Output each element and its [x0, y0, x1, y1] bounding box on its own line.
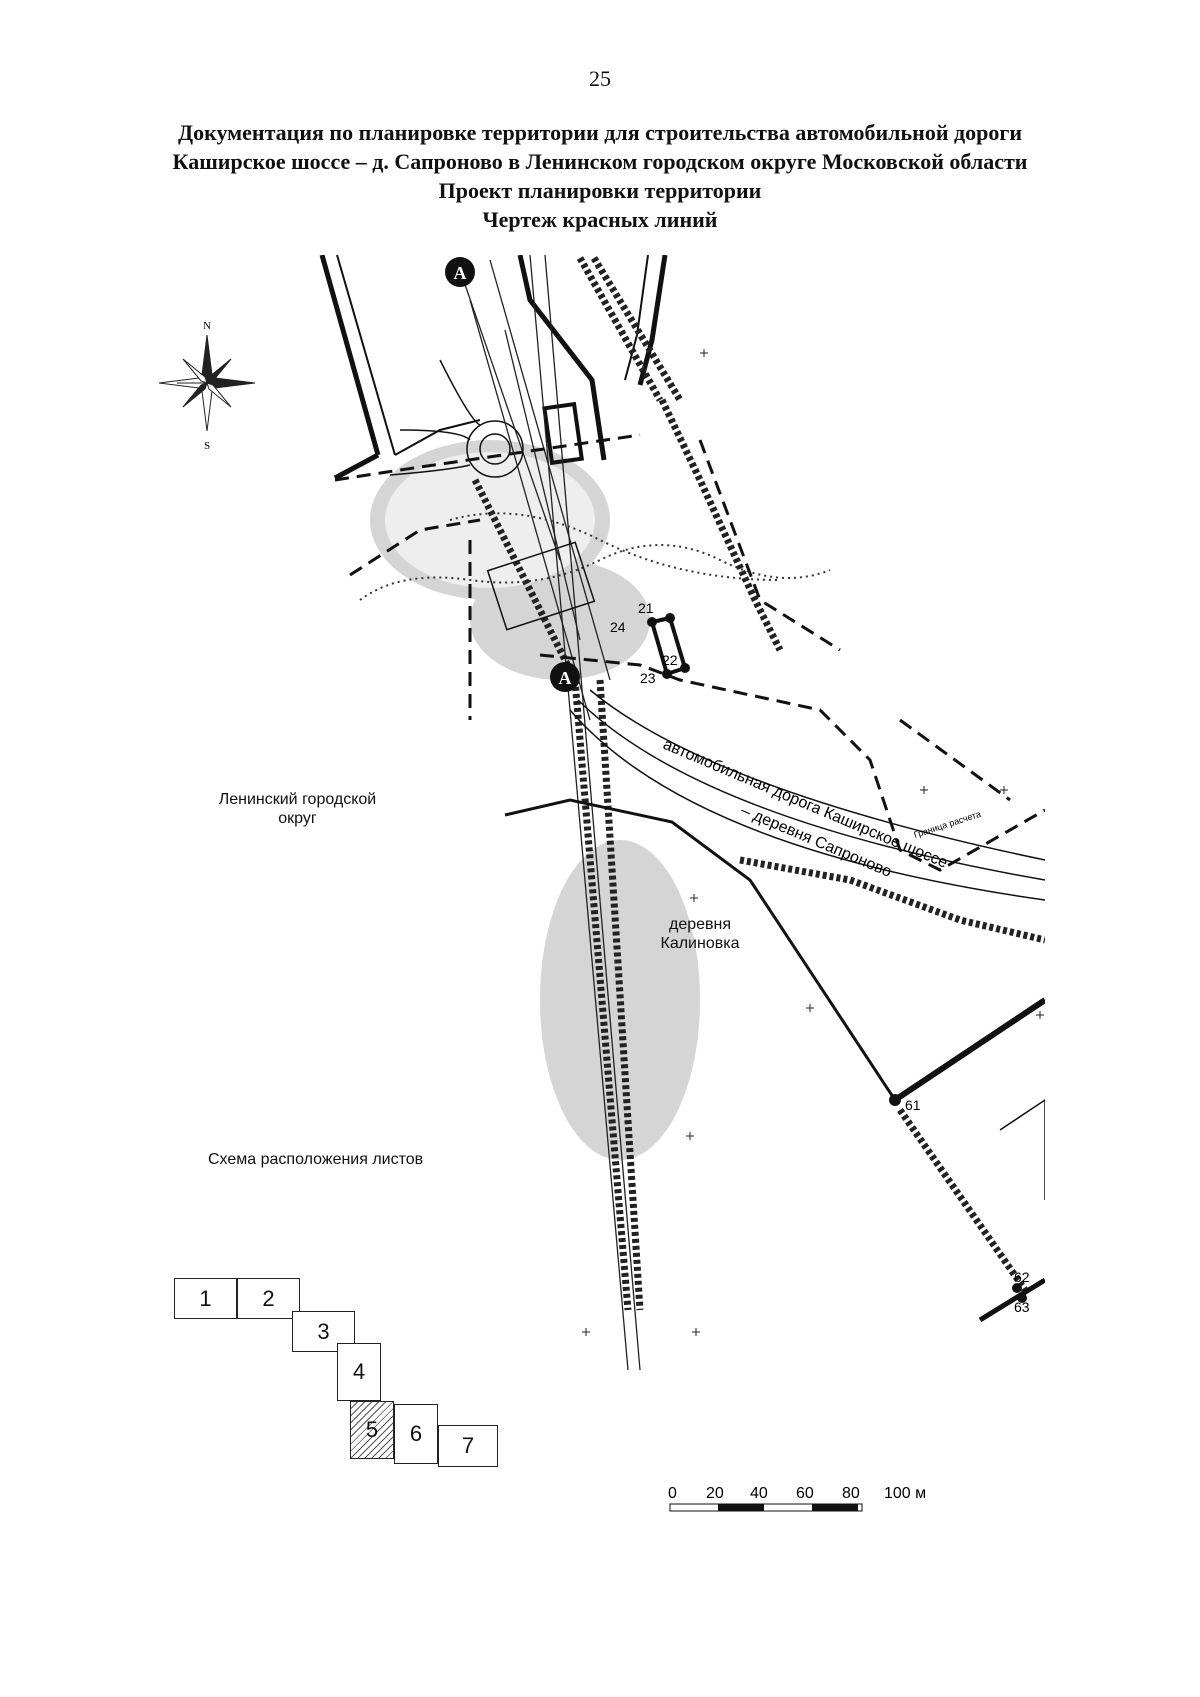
- sheet-4: 4: [337, 1343, 381, 1401]
- title-line-3: Проект планировки территории: [438, 178, 762, 203]
- map-area: [319, 255, 1045, 1371]
- svg-text:А: А: [454, 263, 467, 283]
- road-east: [569, 689, 1045, 901]
- section-marker-a-bottom: А: [550, 662, 580, 692]
- village-label: деревня Калиновка: [660, 916, 740, 952]
- scale-tick-100: 100 м: [884, 1485, 926, 1502]
- dotted-contours: [359, 512, 831, 601]
- overpass-outline: [486, 541, 596, 631]
- scale-tick-40: 40: [750, 1485, 768, 1502]
- sheet-6: 6: [394, 1404, 438, 1464]
- grid-crosses: [582, 349, 1044, 1336]
- page-number: 25: [589, 66, 611, 91]
- building-outline: [542, 401, 585, 466]
- compass-icon: N S: [158, 320, 256, 452]
- compass-north-label: N: [203, 320, 211, 332]
- boundary-label: Граница расчета: [913, 809, 983, 840]
- scale-bar: 0 20 40 60 80 100 м: [668, 1485, 926, 1512]
- point-label-62: 62: [1014, 1269, 1030, 1285]
- scale-tick-0: 0: [668, 1485, 677, 1502]
- sheet-7: 7: [438, 1425, 498, 1467]
- scale-tick-80: 80: [842, 1485, 860, 1502]
- road-label: автомобильная дорога Каширское шоссе – д…: [660, 736, 982, 881]
- road-label-line1: автомобильная дорога Каширское шоссе: [660, 736, 950, 872]
- point-label-63: 63: [1014, 1299, 1030, 1315]
- point-markers: [647, 613, 1027, 1303]
- roundabout: [389, 359, 524, 478]
- sheet-1: 1: [174, 1278, 237, 1319]
- document-title: Документация по планировке территории дл…: [0, 118, 1200, 234]
- calculation-boundary: [334, 433, 1045, 872]
- section-marker-a-top: А: [445, 257, 475, 287]
- railway-corridor: [459, 255, 641, 1371]
- sheet-2: 2: [237, 1278, 300, 1319]
- point-label-21: 21: [638, 600, 654, 616]
- red-line-solid: [504, 798, 1045, 1323]
- sheet-scheme-label: Схема расположения листов: [208, 1151, 424, 1168]
- point-label-23: 23: [640, 670, 656, 686]
- title-line-4: Чертеж красных линий: [482, 207, 718, 232]
- title-line-1: Документация по планировке территории дл…: [177, 120, 1023, 145]
- road-edges-north: [319, 255, 668, 481]
- scale-tick-20: 20: [706, 1485, 724, 1502]
- compass-south-label: S: [204, 440, 210, 452]
- scale-tick-60: 60: [796, 1485, 814, 1502]
- svg-text:А: А: [559, 668, 572, 688]
- point-label-24: 24: [610, 619, 626, 635]
- district-label: Ленинский городской округ: [218, 791, 377, 827]
- point-label-22: 22: [662, 652, 678, 668]
- point-label-61: 61: [905, 1097, 921, 1113]
- sheet-5: 5: [350, 1401, 394, 1459]
- title-line-2: Каширское шоссе – д. Сапроново в Ленинск…: [172, 149, 1028, 174]
